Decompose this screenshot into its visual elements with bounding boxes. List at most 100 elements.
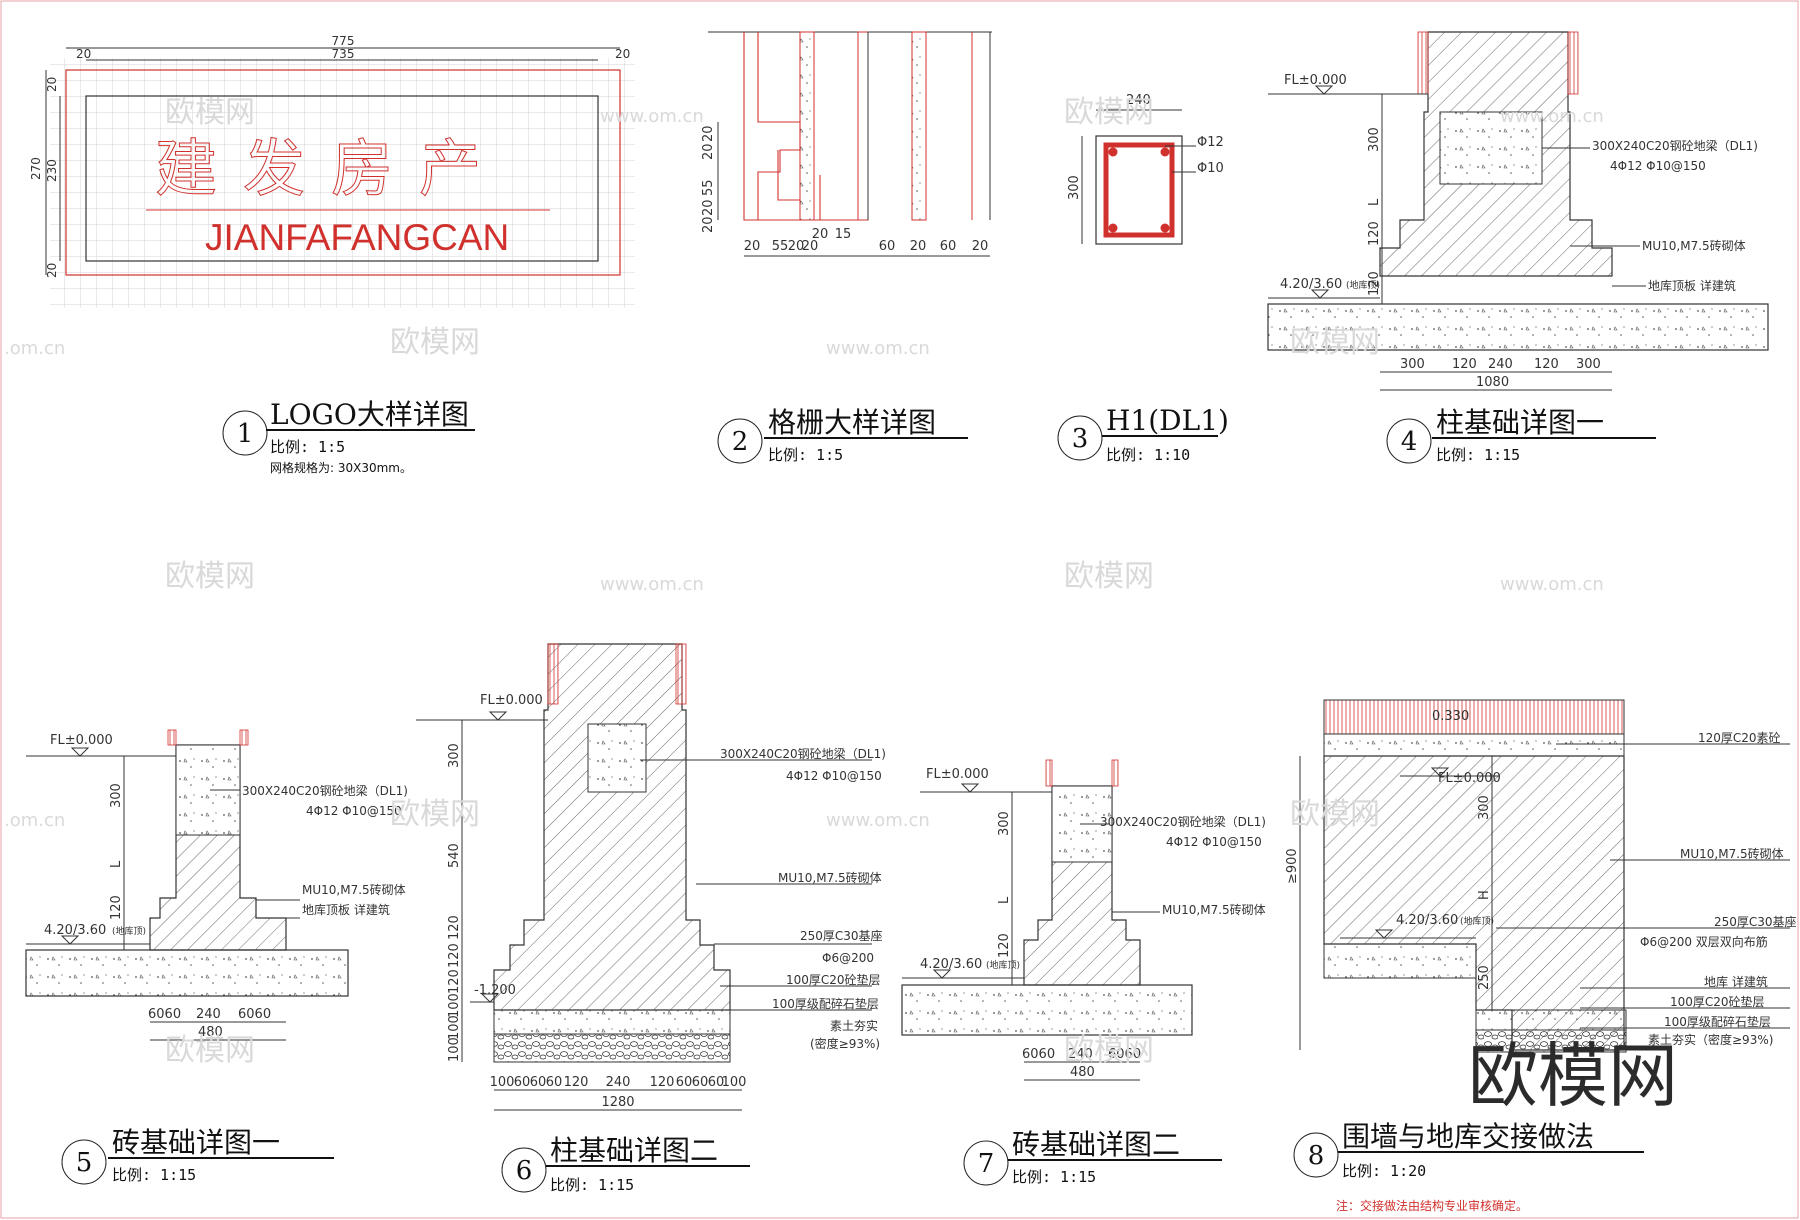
grille-dim-h-20b: 20 (788, 239, 805, 254)
logo-dim-20-bottom: 20 (45, 263, 59, 278)
brick1-mu: MU10,M7.5砖砌体 (302, 882, 406, 897)
grille-dim-h-5: 60 (879, 239, 896, 254)
wall-cushion: 100厚C20砼垫层 (1670, 994, 1765, 1009)
title-number: 4 (1401, 427, 1418, 457)
brick1-fl: FL±0.000 (50, 733, 113, 748)
brick1-vL: L (109, 860, 124, 868)
logo-dim-20-top: 20 (45, 77, 59, 92)
grille-dim-v-1: 20 (701, 143, 716, 160)
logo-dim-20-right: 20 (615, 47, 630, 61)
col2-v100c: 100 (447, 1037, 462, 1062)
title-text: 围墙与地库交接做法 (1342, 1120, 1594, 1153)
col2-hdim-10: 100 (722, 1075, 747, 1090)
watermark-4: 欧模网 (1290, 325, 1380, 360)
col2-hdim-0: 100 (490, 1075, 515, 1090)
wall-note: 注：交接做法由结构专业审核确定。 (1336, 1198, 1528, 1213)
col2-beam-bars: 4Φ12 Φ10@150 (786, 769, 882, 783)
title-number: 2 (732, 427, 749, 457)
logo-dim-270: 270 (29, 157, 43, 180)
grille-dims-v: 20 20 55 20 20 (701, 125, 716, 233)
col2-hdim-7: 60 (676, 1075, 693, 1090)
brick1-elev-note: (地库顶) (112, 925, 146, 937)
col2-gravel: 100厚级配碎石垫层 (772, 996, 879, 1011)
grille-dim-v-0: 20 (701, 125, 716, 142)
brick-foundation-2: FL±0.000 4.20/3.60 (地库顶) 300X240C20钢砼地梁（… (901, 759, 1266, 1081)
title-block-3: 3H1(DL1)比例: 1:10 (1057, 404, 1229, 464)
col1-v120a: 120 (1367, 221, 1382, 246)
wall-c20: 120厚C20素砼 (1698, 731, 1781, 745)
col2-elev: -1.200 (474, 983, 516, 998)
title-note: 网格规格为: 30X30mm。 (270, 460, 412, 475)
watermark-site-7: .om.cn (4, 338, 65, 359)
wall-roof: 地库 详建筑 (1704, 974, 1768, 989)
col2-hdim-5: 240 (606, 1075, 631, 1090)
col2-bars: Φ6@200 (822, 951, 874, 965)
title-number: 8 (1308, 1141, 1325, 1171)
title-scale: 比例: 1:15 (550, 1176, 634, 1194)
beam-height: 300 (1067, 175, 1082, 200)
col1-h1080: 1080 (1476, 375, 1509, 390)
col2-v300: 300 (447, 743, 462, 768)
title-text: H1(DL1) (1106, 404, 1229, 437)
logo-dim-20-left: 20 (76, 47, 91, 61)
brick2-v300: 300 (997, 811, 1012, 836)
beam-stirrup-label: Φ10 (1197, 161, 1224, 176)
watermark-2: 欧模网 (1064, 95, 1154, 130)
col1-elev-note: (地库顶) (1346, 279, 1380, 291)
title-scale: 比例: 1:15 (1012, 1168, 1096, 1186)
title-text: 柱基础详图一 (1436, 406, 1604, 439)
col2-v120c: 120 (447, 969, 462, 994)
title-number-circle (501, 1147, 547, 1193)
watermark-7: 欧模网 (390, 797, 480, 832)
col1-beam-bars: 4Φ12 Φ10@150 (1610, 159, 1706, 173)
wall-v300: 300 (1477, 795, 1492, 820)
title-number-circle (61, 1139, 107, 1185)
col2-cushion: 100厚C20砼垫层 (786, 972, 881, 987)
title-text: 格栅大样详图 (768, 406, 936, 439)
col2-hdim-2: 60 (530, 1075, 547, 1090)
title-number-circle (717, 418, 763, 464)
brick2-vL: L (997, 896, 1012, 904)
logo-english-text: JIANFAFANGCAN (205, 217, 509, 258)
grille-dim-h-1: 55 (772, 239, 789, 254)
brick1-roof: 地库顶板 详建筑 (302, 902, 390, 917)
brick2-beam-label: 300X240C20钢砼地梁（DL1) (1100, 814, 1266, 829)
title-scale: 比例: 1:5 (270, 438, 345, 456)
col2-hdim-8: 60 (692, 1075, 709, 1090)
title-scale: 比例: 1:5 (768, 446, 843, 464)
col1-v300: 300 (1367, 127, 1382, 152)
wall-fl: FL±0.000 (1438, 771, 1501, 786)
watermark-6: 欧模网 (1064, 559, 1154, 594)
col2-h1280: 1280 (601, 1095, 634, 1110)
wall-v900: ≥900 (1285, 848, 1300, 884)
col2-mu: MU10,M7.5砖砌体 (778, 870, 882, 885)
col2-beam-label: 300X240C20钢砼地梁（DL1) (720, 746, 886, 761)
brick1-v120: 120 (109, 895, 124, 920)
brick2-h6060b: 6060 (1108, 1047, 1141, 1062)
brick2-h6060a: 6060 (1022, 1047, 1055, 1062)
col1-h300a: 300 (1400, 357, 1425, 372)
logo-inner-frame (85, 95, 599, 262)
wall-v250: 250 (1477, 965, 1492, 990)
title-number: 5 (76, 1148, 93, 1178)
col1-mu: MU10,M7.5砖砌体 (1642, 238, 1746, 253)
wall-gravel: 100厚级配碎石垫层 (1664, 1014, 1771, 1029)
title-number: 6 (516, 1156, 533, 1186)
wall-elev-note: (地库顶) (1460, 915, 1494, 927)
brick1-beam-bars: 4Φ12 Φ10@150 (306, 804, 402, 818)
title-text: 砖基础详图二 (1012, 1128, 1180, 1161)
col2-density: (密度≥93%) (810, 1036, 880, 1051)
col2-hdim-4: 120 (564, 1075, 589, 1090)
grille-dims-h: 20 55 20 15 20 60 20 60 20 20 (744, 227, 989, 254)
wall-top: 0.330 (1432, 709, 1469, 724)
watermarks: 欧模网 欧模网 欧模网 欧模网 欧模网 欧模网 欧模网 欧模网 欧模网 欧模网 … (4, 95, 1604, 1068)
col1-h120a: 120 (1452, 357, 1477, 372)
wall-soil: 素土夯实（密度≥93%) (1648, 1032, 1773, 1047)
watermark-site-6: www.om.cn (826, 810, 930, 831)
